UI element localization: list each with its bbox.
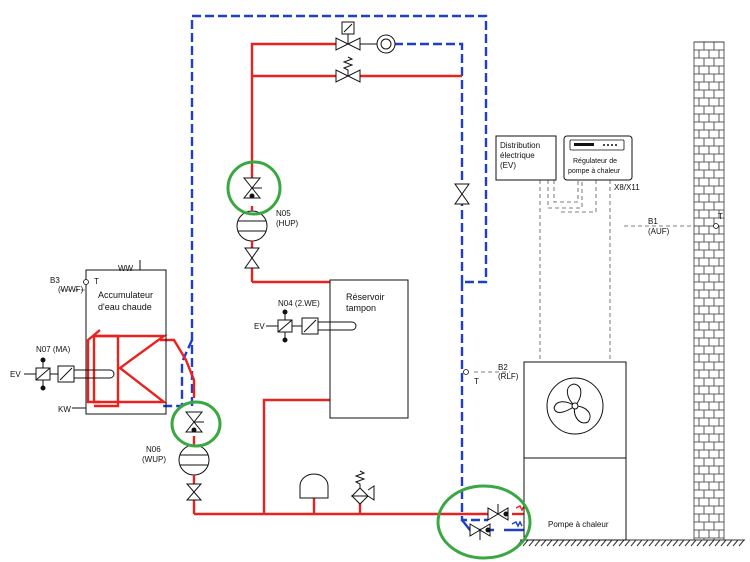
valve-n06-below <box>185 483 203 501</box>
highlight-circle-heatpump-valves <box>436 484 532 560</box>
regulator-label-line1: Régulateur de <box>573 158 617 165</box>
shutoff-valve-supply-top <box>242 177 262 199</box>
ev-n04-label: EV <box>254 322 265 331</box>
n06-pump <box>178 444 210 476</box>
distribution-label-line3: (EV) <box>500 161 516 170</box>
distribution-label-line2: électrique <box>500 151 535 160</box>
b2-code: (RLF) <box>498 372 519 381</box>
supply-pipes <box>86 42 524 516</box>
b3-label: B3 <box>50 276 60 285</box>
ev-n07-label: EV <box>10 370 21 379</box>
heat-pump-regulator-box: Régulateur de pompe à chaleur <box>563 135 633 181</box>
ground <box>516 539 745 547</box>
regulator-label-line2: pompe à chaleur <box>568 168 621 175</box>
buffer-tank: Réservoir tampon <box>329 279 409 419</box>
x8x11-label: X8/X11 <box>614 183 640 192</box>
n05-pump <box>236 210 268 242</box>
ww-label: WW <box>118 264 134 273</box>
n07-label: N07 (MA) <box>36 345 71 354</box>
reservoir-label-line2: tampon <box>346 303 376 313</box>
n07-heater-element <box>24 357 115 391</box>
sensor-b2: B2 (RLF) T <box>463 363 519 386</box>
b3-code: (WWF) <box>58 285 84 294</box>
t-b2-label: T <box>474 377 479 386</box>
kw-label: KW <box>58 405 71 414</box>
n05-label: N05 <box>276 209 291 218</box>
b1-label: B1 <box>648 217 658 226</box>
relief-valve-top <box>335 56 361 83</box>
b2-label: B2 <box>498 363 508 372</box>
shutoff-valve-n06 <box>184 411 204 433</box>
reservoir-label-line1: Réservoir <box>346 292 385 302</box>
distribution-label-line1: Distribution <box>500 141 540 150</box>
n06-code: (WUP) <box>142 455 166 464</box>
n05-code: (HUP) <box>276 219 299 228</box>
t-b1-label: T <box>718 212 723 221</box>
accumulator-label-line2: d'eau chaude <box>98 302 152 312</box>
heat-pump-label: Pompe à chaleur <box>548 520 609 529</box>
highlight-circles <box>170 160 532 560</box>
motorized-valve-top <box>335 21 361 51</box>
sensor-b1: B1 (AUF) T <box>648 212 723 236</box>
n04-heater-element <box>266 309 357 343</box>
accumulator-label-line1: Accumulateur <box>98 290 153 300</box>
fan-icon <box>553 383 591 424</box>
hot-water-storage-tank: WW KW Accumulateur d'eau chaude B3 (WWF)… <box>50 260 167 415</box>
valve-n05-below <box>244 247 260 269</box>
heatpump-hose-wiggle-blue <box>511 520 523 528</box>
safety-valve-bottom <box>350 470 375 505</box>
heat-exchanger-coil <box>92 334 168 404</box>
b1-code: (AUF) <box>648 227 670 236</box>
valve-return-right <box>454 183 470 205</box>
electrical-distribution-box: Distribution électrique (EV) <box>495 135 557 181</box>
shutoff-valves-heatpump <box>469 504 509 540</box>
brick-wall <box>693 41 725 541</box>
highlight-circle-n06-valve <box>170 400 222 448</box>
highlight-circle-supply-valve <box>226 160 282 216</box>
n06-label: N06 <box>146 445 161 454</box>
flow-meter-top <box>376 34 396 54</box>
n04-label: N04 (2.WE) <box>278 299 320 308</box>
expansion-vessel <box>299 473 329 499</box>
control-wiring <box>60 180 716 373</box>
t-b3-label: T <box>94 277 99 286</box>
return-pipes <box>160 14 488 522</box>
